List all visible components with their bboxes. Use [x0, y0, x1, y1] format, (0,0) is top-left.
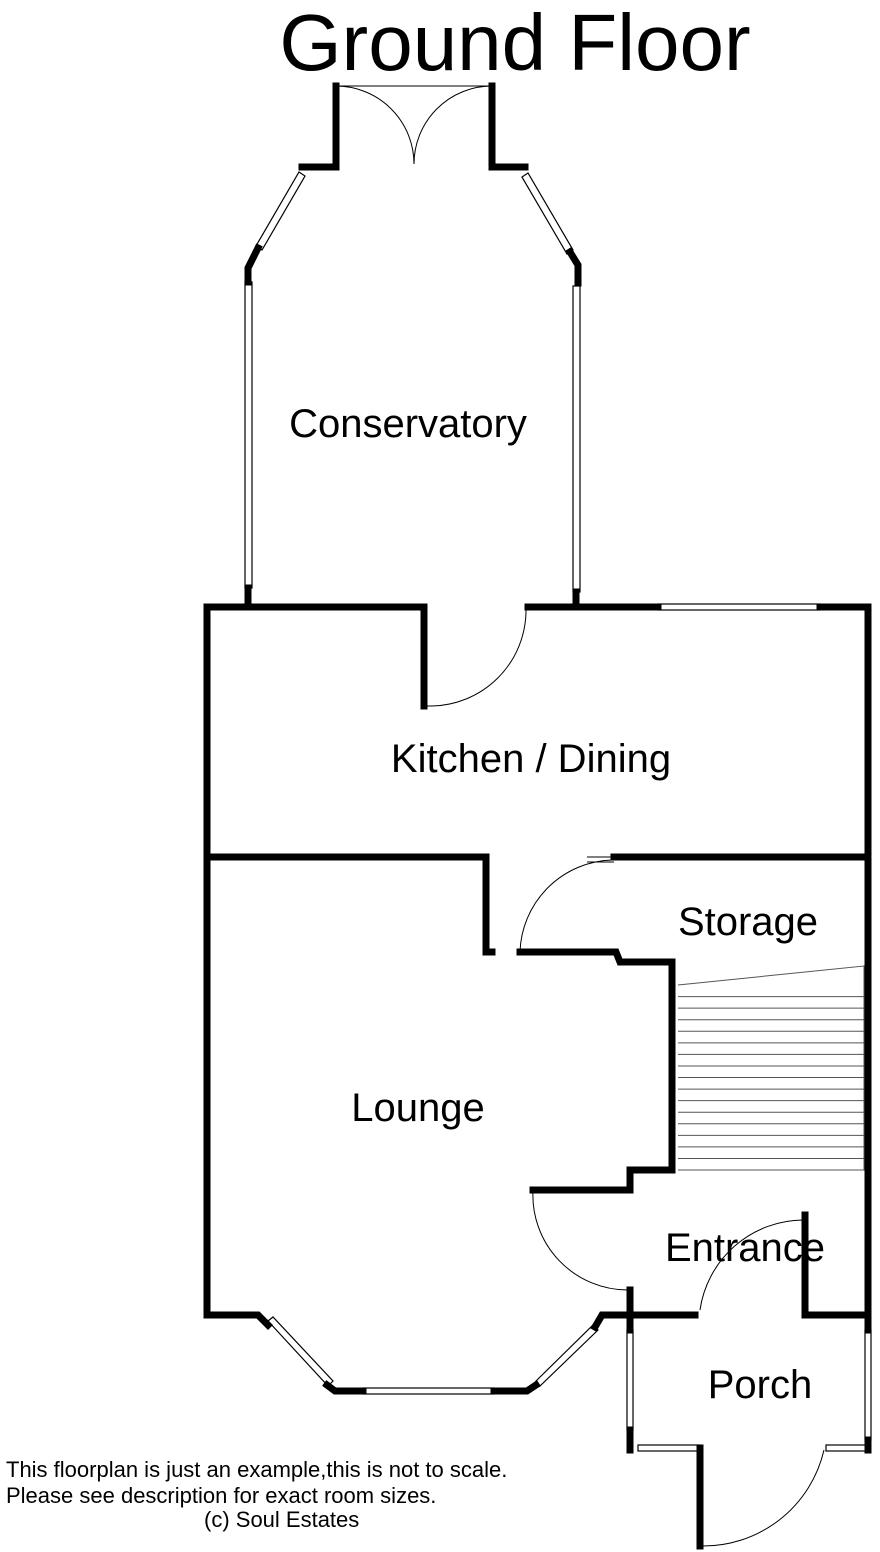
stair-outline [677, 965, 865, 1171]
porch-front-door [699, 1449, 825, 1547]
room-label-entrance: Entrance [665, 1226, 825, 1270]
lounge-bay-windows [267, 1316, 599, 1395]
disclaimer-line-2: Please see description for exact room si… [6, 1483, 436, 1508]
conservatory-french-doors [335, 85, 493, 165]
kitchen-walls [203, 603, 872, 1319]
disclaimer-line-1: This floorplan is just an example,this i… [6, 1457, 507, 1482]
kitchen-window [657, 603, 821, 611]
lounge-door [532, 1189, 629, 1291]
copyright-notice: (c) Soul Estates [204, 1507, 359, 1532]
lounge-walls [203, 853, 676, 1395]
storage-door [519, 856, 614, 953]
room-label-conservatory: Conservatory [289, 402, 527, 446]
room-label-kitchen-dining: Kitchen / Dining [391, 737, 671, 781]
room-label-storage: Storage [678, 900, 818, 944]
room-label-porch: Porch [708, 1363, 813, 1407]
conservatory-windows [244, 171, 581, 593]
conservatory-walls [244, 82, 582, 611]
kitchen-door [424, 607, 527, 707]
plan-title: Ground Floor [279, 0, 750, 87]
room-label-lounge: Lounge [351, 1086, 484, 1130]
porch-windows [626, 1329, 872, 1452]
entrance-door [699, 1219, 804, 1311]
staircase [677, 965, 865, 1171]
